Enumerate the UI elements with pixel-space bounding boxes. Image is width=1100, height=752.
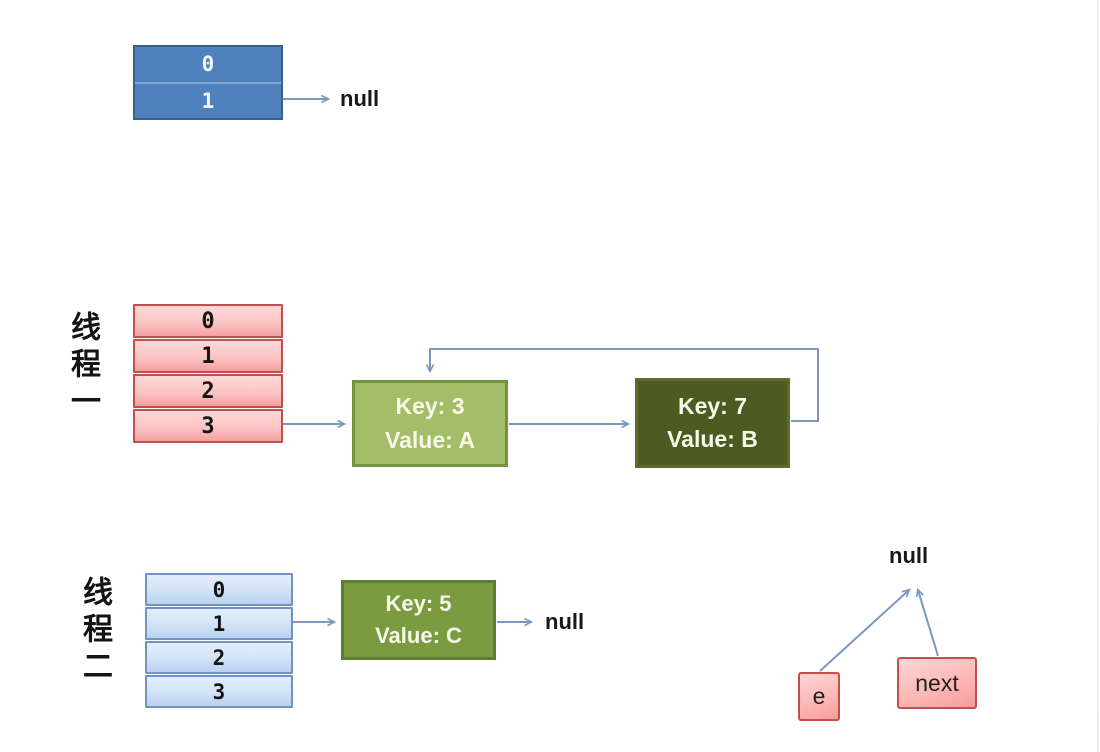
thread1-bucket-2: 2 xyxy=(133,374,283,408)
pointer-e-label: e xyxy=(812,683,826,709)
top-null-label: null xyxy=(340,86,380,111)
node-key5-value-line: Value: C xyxy=(375,623,462,648)
thread2-bucket-1: 1 xyxy=(145,607,293,640)
thread1-bucket-array: 0 1 2 3 xyxy=(133,304,283,443)
arrow-e-to-null xyxy=(819,590,909,672)
arrow-next-to-null xyxy=(918,590,939,657)
pointer-null-label: null xyxy=(889,543,929,568)
pointer-next-box: next xyxy=(897,657,977,709)
thread1-bucket-3: 3 xyxy=(133,409,283,443)
node-key3-value-line: Value: A xyxy=(385,426,475,453)
top-hash-table: 0 1 xyxy=(133,45,283,120)
thread1-label: 线程一 xyxy=(66,311,99,422)
pointer-e-box: e xyxy=(798,672,840,721)
pointer-next-label: next xyxy=(915,669,959,696)
top-table-bucket-0: 0 xyxy=(201,52,215,77)
thread2-bucket-0: 0 xyxy=(145,573,293,606)
node-key7-value-b: Key: 7 Value: B xyxy=(635,378,790,468)
thread1-bucket-1: 1 xyxy=(133,339,283,373)
thread1-bucket-0: 0 xyxy=(133,304,283,338)
node-key3-value-a: Key: 3 Value: A xyxy=(352,380,508,467)
node-key7-value-line: Value: B xyxy=(667,426,758,452)
node-key7-key-line: Key: 7 xyxy=(677,392,748,419)
thread2-bucket-2: 2 xyxy=(145,641,293,674)
node-key5-key-line: Key: 5 xyxy=(385,591,452,617)
right-edge-artifact-line xyxy=(1097,0,1099,752)
thread2-label: 线程二 xyxy=(78,576,111,687)
thread2-null-label: null xyxy=(545,609,585,634)
thread2-bucket-array: 0 1 2 3 xyxy=(145,573,293,708)
top-table-bucket-1: 1 xyxy=(135,81,281,119)
node-key3-key-line: Key: 3 xyxy=(395,393,465,420)
thread2-bucket-3: 3 xyxy=(145,675,293,708)
node-key5-value-c: Key: 5 Value: C xyxy=(341,580,496,660)
